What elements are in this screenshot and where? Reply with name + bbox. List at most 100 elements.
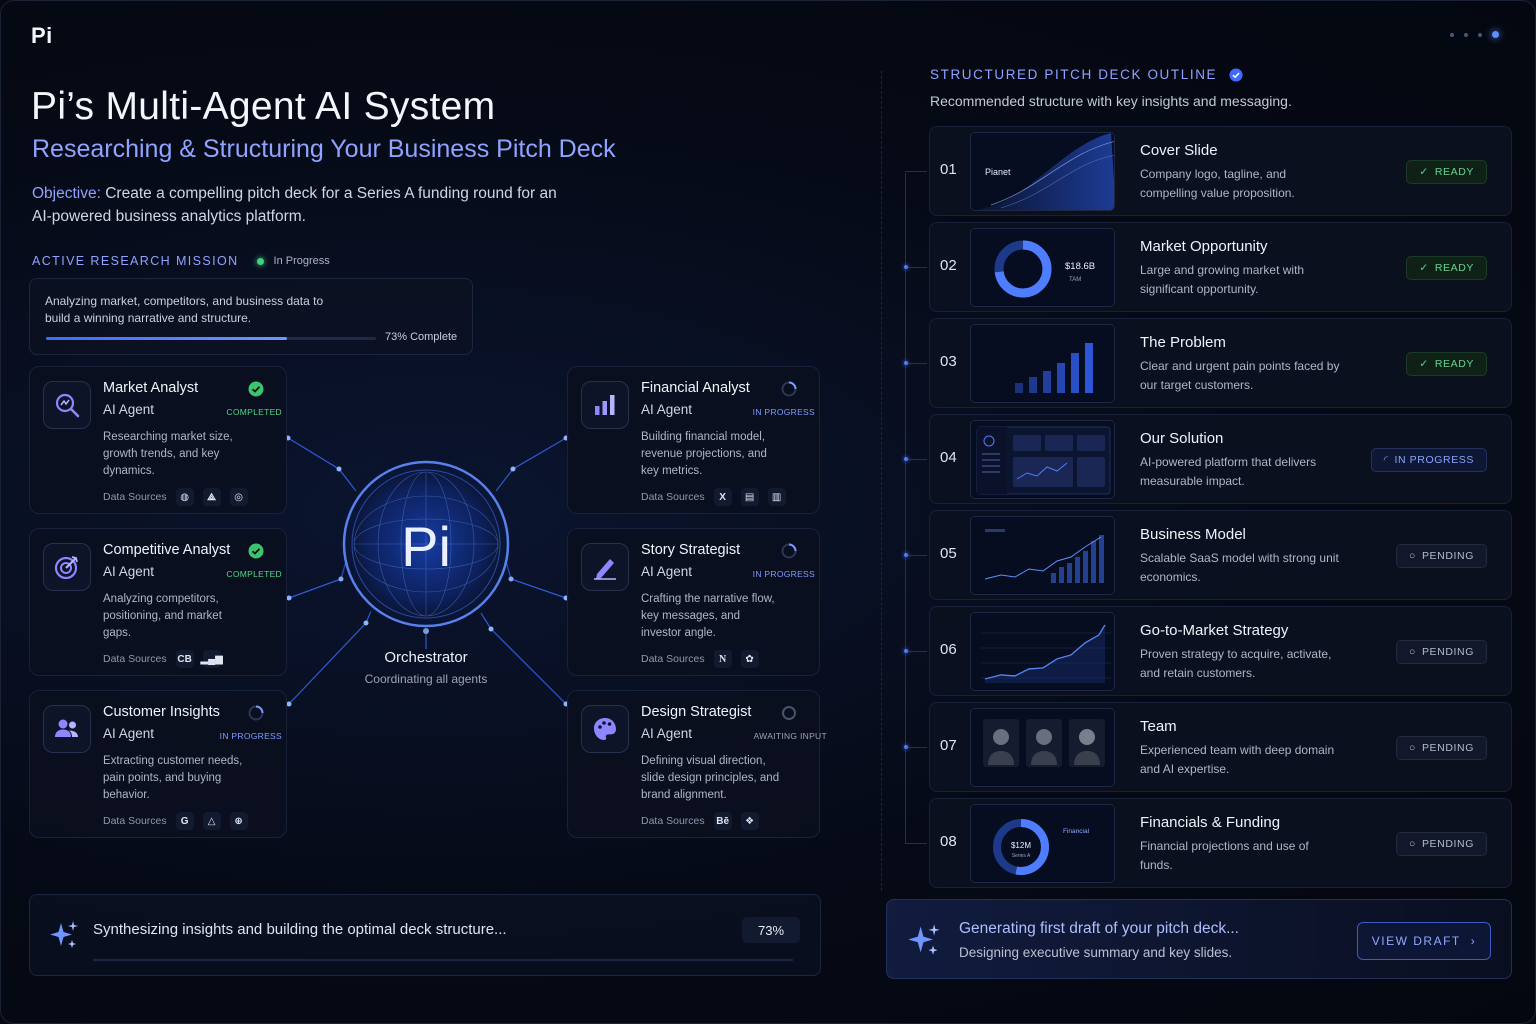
view-draft-button[interactable]: VIEW DRAFT › (1357, 922, 1491, 960)
slide-number: 05 (940, 545, 957, 562)
agent-role: AI Agent (641, 402, 693, 417)
google-source[interactable]: G (175, 812, 194, 830)
verified-check-icon (1229, 67, 1243, 82)
globe-grid-icon[interactable]: ⊕ (229, 812, 248, 830)
page-dot[interactable] (1450, 32, 1454, 37)
slide-name: Market Opportunity (1140, 238, 1268, 255)
timeline-dot (904, 361, 908, 365)
agent-card-customer-insights[interactable]: Customer Insights AI Agent IN PROGRESS E… (29, 690, 287, 838)
bar-chart-icon (581, 381, 629, 429)
pending-circle-icon: ○ (1409, 646, 1416, 658)
slide-row-go-to-market[interactable]: 06 Go-to-Market Strategy Proven strategy… (904, 606, 1512, 696)
slide-thumbnail (970, 612, 1115, 691)
agent-name: Customer Insights (103, 704, 220, 720)
agent-name: Story Strategist (641, 542, 741, 558)
agent-status: AWAITING INPUT (753, 731, 827, 741)
slide-row-cover[interactable]: 01 Pianet Cover Slide Company logo, tagl… (905, 126, 1512, 216)
agent-card-financial-analyst[interactable]: Financial Analyst AI Agent IN PROGRESS B… (567, 366, 820, 514)
thumb-tam-label: TAM (1069, 277, 1081, 283)
agent-status: COMPLETED (226, 407, 282, 417)
slide-thumbnail (970, 708, 1115, 787)
drive-icon[interactable]: △ (202, 812, 221, 830)
agent-card-market-analyst[interactable]: Market Analyst AI Agent COMPLETED Resear… (29, 366, 287, 514)
timeline-tick (905, 267, 927, 268)
agent-name: Financial Analyst (641, 380, 750, 396)
timeline-tick (905, 555, 927, 556)
openai-icon[interactable]: ✿ (740, 650, 759, 668)
data-sources-label: Data Sources (103, 815, 167, 827)
pending-circle-icon (782, 706, 796, 720)
status-badge-ready: ✓READY (1406, 352, 1487, 376)
status-badge-pending: ○PENDING (1396, 832, 1487, 856)
agent-card-design-strategist[interactable]: Design Strategist AI Agent AWAITING INPU… (567, 690, 827, 838)
slide-row-our-solution[interactable]: 04 Our Solution AI-powered platform that… (904, 414, 1512, 504)
globe-icon[interactable]: ◍ (175, 488, 194, 506)
page-indicator[interactable] (1450, 31, 1499, 38)
outline-timeline (905, 173, 906, 843)
mission-description: Analyzing market, competitors, and busin… (45, 294, 324, 325)
chart-source-icon[interactable]: ⟁ (202, 488, 221, 506)
timeline-dot (904, 745, 908, 749)
sheet-icon[interactable]: ▤ (740, 488, 759, 506)
slide-description: Proven strategy to acquire, activate, an… (1140, 647, 1332, 680)
status-badge-ready: ✓READY (1406, 256, 1487, 280)
agent-name: Design Strategist (641, 704, 752, 720)
agent-description: Defining visual direction, slide design … (641, 755, 780, 801)
thumb-tam-value: $18.6B (1065, 261, 1095, 272)
notion-source[interactable]: N (713, 650, 732, 668)
document-icon[interactable]: ▥ (767, 488, 786, 506)
palette-icon (581, 705, 629, 753)
agent-status: IN PROGRESS (752, 569, 815, 579)
figma-icon[interactable]: ❖ (740, 812, 759, 830)
slide-row-the-problem[interactable]: 03 The Problem Clear and urgent pain poi… (904, 318, 1512, 408)
data-sources-label: Data Sources (641, 491, 705, 503)
slide-thumbnail: Pianet (970, 132, 1115, 211)
page-dot[interactable] (1464, 32, 1468, 37)
sparkles-icon (50, 921, 78, 948)
x-source[interactable]: X (713, 488, 732, 506)
status-text: PENDING (1421, 742, 1474, 754)
slide-number: 07 (940, 737, 957, 754)
agent-status: COMPLETED (226, 569, 282, 579)
agent-role: AI Agent (641, 564, 693, 579)
page-dot[interactable] (1478, 32, 1482, 37)
slide-row-team[interactable]: 07 Team Experienced team with deep domai… (904, 702, 1512, 792)
objective-label: Objective: (32, 185, 101, 202)
thumb-raise-value: $12M (1011, 841, 1031, 850)
slide-description: AI-powered platform that delivers measur… (1140, 455, 1317, 488)
agent-status: IN PROGRESS (219, 731, 282, 741)
draft-panel: Generating first draft of your pitch dec… (886, 899, 1512, 979)
page-subtitle: Researching & Structuring Your Business … (32, 135, 616, 163)
objective-text: Create a compelling pitch deck for a Ser… (32, 185, 557, 225)
slide-name: Team (1140, 718, 1177, 735)
data-sources-label: Data Sources (641, 653, 705, 665)
pen-icon (581, 543, 629, 591)
timeline-tick (905, 459, 927, 460)
crunchbase-source[interactable]: CB (175, 650, 194, 668)
page-dot-active[interactable] (1492, 31, 1499, 38)
mission-card: Analyzing market, competitors, and busin… (29, 278, 473, 355)
agent-data-sources: Data Sources G △ ⊕ (103, 812, 248, 830)
slide-number: 06 (940, 641, 957, 658)
agent-description: Building financial model, revenue projec… (641, 431, 767, 477)
agent-card-story-strategist[interactable]: Story Strategist AI Agent IN PROGRESS Cr… (567, 528, 820, 676)
slide-row-business-model[interactable]: 05 Business Model Scalable SaaS model wi… (904, 510, 1512, 600)
slide-thumbnail (970, 324, 1115, 403)
signal-bars-icon[interactable]: ▂▄▆ (200, 650, 223, 668)
timeline-tick (905, 171, 927, 172)
agent-card-competitive-analyst[interactable]: Competitive Analyst AI Agent COMPLETED A… (29, 528, 287, 676)
page-title: Pi’s Multi-Agent AI System (31, 85, 496, 128)
status-badge-in-progress: ◜IN PROGRESS (1370, 448, 1487, 472)
status-text: PENDING (1421, 550, 1474, 562)
outline-subtitle: Recommended structure with key insights … (930, 93, 1292, 109)
sparkles-icon (908, 924, 940, 955)
slide-description: Experienced team with deep domain and AI… (1140, 743, 1335, 776)
behance-source[interactable]: Bē (713, 812, 732, 830)
target-source-icon[interactable]: ◎ (229, 488, 248, 506)
agent-data-sources: Data Sources CB ▂▄▆ (103, 650, 223, 668)
orchestrator-orb[interactable]: Pi (331, 449, 521, 639)
